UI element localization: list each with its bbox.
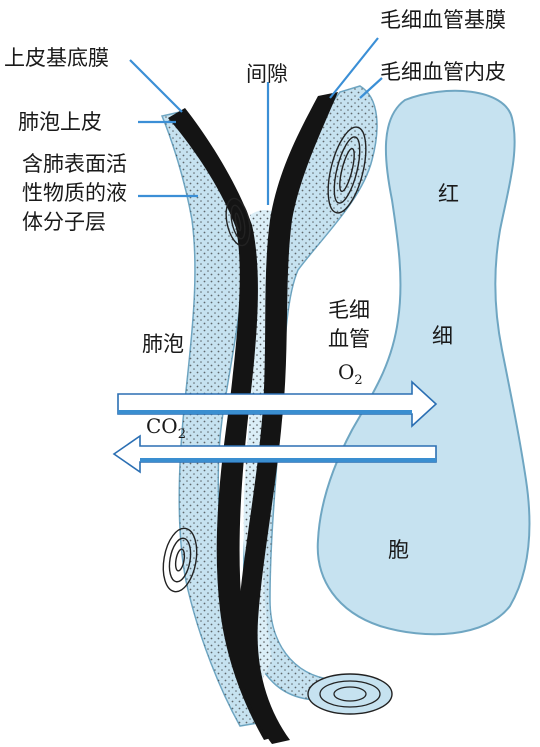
co2-main: CO (146, 414, 178, 438)
epithelial-cell-nucleus-bottom (162, 527, 198, 593)
label-capillary: 毛细 血管 (328, 296, 370, 354)
label-epithelial-basement-membrane: 上皮基底膜 (4, 46, 109, 70)
leader-line-capillary-basement (329, 37, 379, 99)
co2-sub: 2 (177, 427, 186, 442)
label-co2: CO2 (146, 412, 186, 449)
o2-sub: 2 (354, 373, 363, 388)
label-capillary-endothelium: 毛细血管内皮 (380, 60, 506, 84)
capillary-cell-nucleus-bottom (307, 673, 393, 715)
label-o2: O2 (338, 358, 363, 395)
label-alveolar-epithelium: 肺泡上皮 (18, 110, 102, 134)
label-surfactant-line2: 性物质的液 (22, 181, 127, 205)
label-rbc-char1: 红 (438, 182, 459, 206)
o2-main: O (338, 360, 355, 384)
epithelial-cell-nucleus-top (225, 197, 251, 247)
endothelial-cell-nucleus (327, 126, 367, 214)
capillary-basement-membrane (237, 92, 338, 744)
label-rbc-char2: 细 (432, 324, 453, 348)
alveolar-basement-membrane (168, 108, 282, 740)
co2-arrow (112, 434, 437, 474)
label-gap: 间隙 (246, 62, 288, 86)
leader-line-basement (129, 59, 183, 113)
red-blood-cell-shape (316, 89, 531, 636)
label-surfactant-line3: 体分子层 (22, 210, 106, 234)
label-alveolus: 肺泡 (142, 332, 184, 356)
label-surfactant-layer: 含肺表面活 性物质的液 体分子层 (22, 150, 127, 237)
label-rbc-char3: 胞 (388, 538, 409, 562)
label-capillary-line2: 血管 (328, 327, 370, 351)
label-capillary-line1: 毛细 (328, 298, 370, 322)
label-surfactant-line1: 含肺表面活 (22, 152, 127, 176)
label-capillary-basement-membrane: 毛细血管基膜 (380, 8, 506, 32)
o2-arrow (117, 380, 438, 428)
leader-lines (129, 37, 383, 205)
leader-line-endothelium (359, 77, 383, 99)
